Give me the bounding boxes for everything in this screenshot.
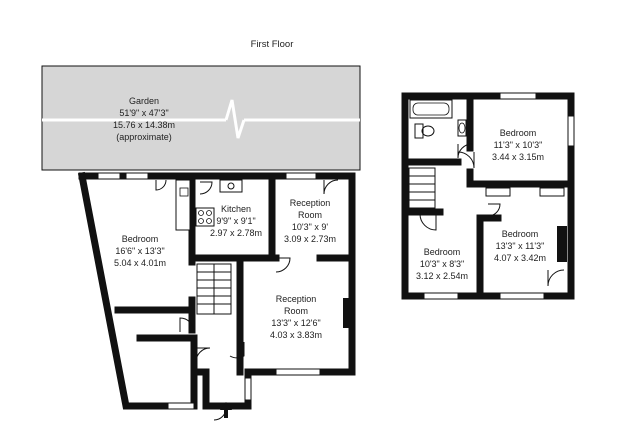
garden-break-line — [42, 99, 360, 139]
door-swing — [547, 269, 565, 287]
window — [499, 292, 545, 300]
reception-front-imperial: 13'3" x 12'6" — [271, 318, 320, 328]
reception-front-metric: 4.03 x 3.83m — [270, 330, 322, 340]
reception-rear-name-1: Reception — [290, 198, 331, 208]
door-swing — [155, 179, 167, 191]
kitchen-units — [175, 179, 243, 231]
door-swing — [195, 347, 211, 363]
first-bedroom-2-imperial: 13'3" x 11'3" — [496, 241, 545, 251]
reception-rear-imperial: 10'3" x 9' — [292, 222, 328, 232]
ground-floor-plan: Bedroom 16'6" x 13'3" 5.04 x 4.01m Kitch… — [77, 171, 356, 421]
first-outer-wall — [401, 92, 575, 300]
first-bedroom-2-metric: 4.07 x 3.42m — [494, 253, 546, 263]
door-swing — [457, 151, 475, 169]
first-bedroom-1-imperial: 11'3" x 10'3" — [494, 140, 543, 150]
door-swing — [275, 257, 291, 273]
reception-front-name-2: Room — [284, 306, 308, 316]
toilet-icon — [414, 123, 435, 139]
kitchen-imperial: 9'9" x 9'1" — [216, 216, 255, 226]
reception-front-name-1: Reception — [276, 294, 317, 304]
door-swing — [457, 143, 473, 159]
window — [244, 377, 252, 401]
wardrobe — [485, 187, 511, 197]
door-swing — [229, 342, 245, 359]
first-bedroom-2-name: Bedroom — [502, 229, 539, 239]
entrance-arrow-icon — [213, 402, 232, 421]
first-floor-plan: Bedroom 11'3" x 10'3" 3.44 x 3.15m Bedro… — [401, 92, 575, 300]
kitchen-metric: 2.97 x 2.78m — [210, 228, 262, 238]
wardrobe — [539, 187, 565, 197]
first-bedroom-1-name: Bedroom — [500, 128, 537, 138]
reception-rear-metric: 3.09 x 2.73m — [284, 234, 336, 244]
door-swing — [323, 179, 339, 195]
first-bedroom-3-metric: 3.12 x 2.54m — [416, 271, 468, 281]
window — [125, 172, 149, 180]
basin-icon — [457, 119, 467, 137]
floor-label: First Floor — [251, 39, 294, 50]
door-swing — [487, 203, 501, 217]
window — [167, 402, 195, 410]
first-bedroom-1-metric: 3.44 x 3.15m — [492, 152, 544, 162]
kitchen-name: Kitchen — [221, 204, 251, 214]
door-swing — [199, 181, 213, 195]
fireplace-icon — [343, 298, 350, 328]
hob-icon — [195, 207, 215, 227]
garden-metric: 15.76 x 14.38m — [113, 120, 175, 130]
window — [423, 292, 459, 300]
staircase — [408, 167, 436, 209]
garden-area: Garden 51'9" x 47'3" 15.76 x 14.38m (app… — [41, 65, 361, 171]
wardrobe — [557, 226, 567, 262]
door-swing — [419, 213, 437, 231]
sink-icon — [219, 179, 243, 193]
ground-bedroom-metric: 5.04 x 4.01m — [114, 258, 166, 268]
window — [97, 172, 121, 180]
window — [275, 368, 321, 376]
staircase — [196, 263, 232, 315]
reception-rear-name-2: Room — [298, 210, 322, 220]
garden-note: (approximate) — [116, 132, 172, 142]
first-bedroom-3-imperial: 10'3" x 8'3" — [420, 259, 464, 269]
garden-imperial: 51'9" x 47'3" — [119, 108, 168, 118]
window — [567, 115, 575, 147]
ground-bedroom-name: Bedroom — [122, 234, 159, 244]
ground-bedroom-imperial: 16'6" x 13'3" — [115, 246, 164, 256]
bath-icon — [409, 99, 453, 119]
first-bedroom-3-name: Bedroom — [424, 247, 461, 257]
window — [285, 172, 317, 180]
window — [499, 92, 537, 100]
garden-shape — [41, 65, 361, 171]
garden-name: Garden — [129, 96, 159, 106]
door-swing — [179, 317, 195, 333]
